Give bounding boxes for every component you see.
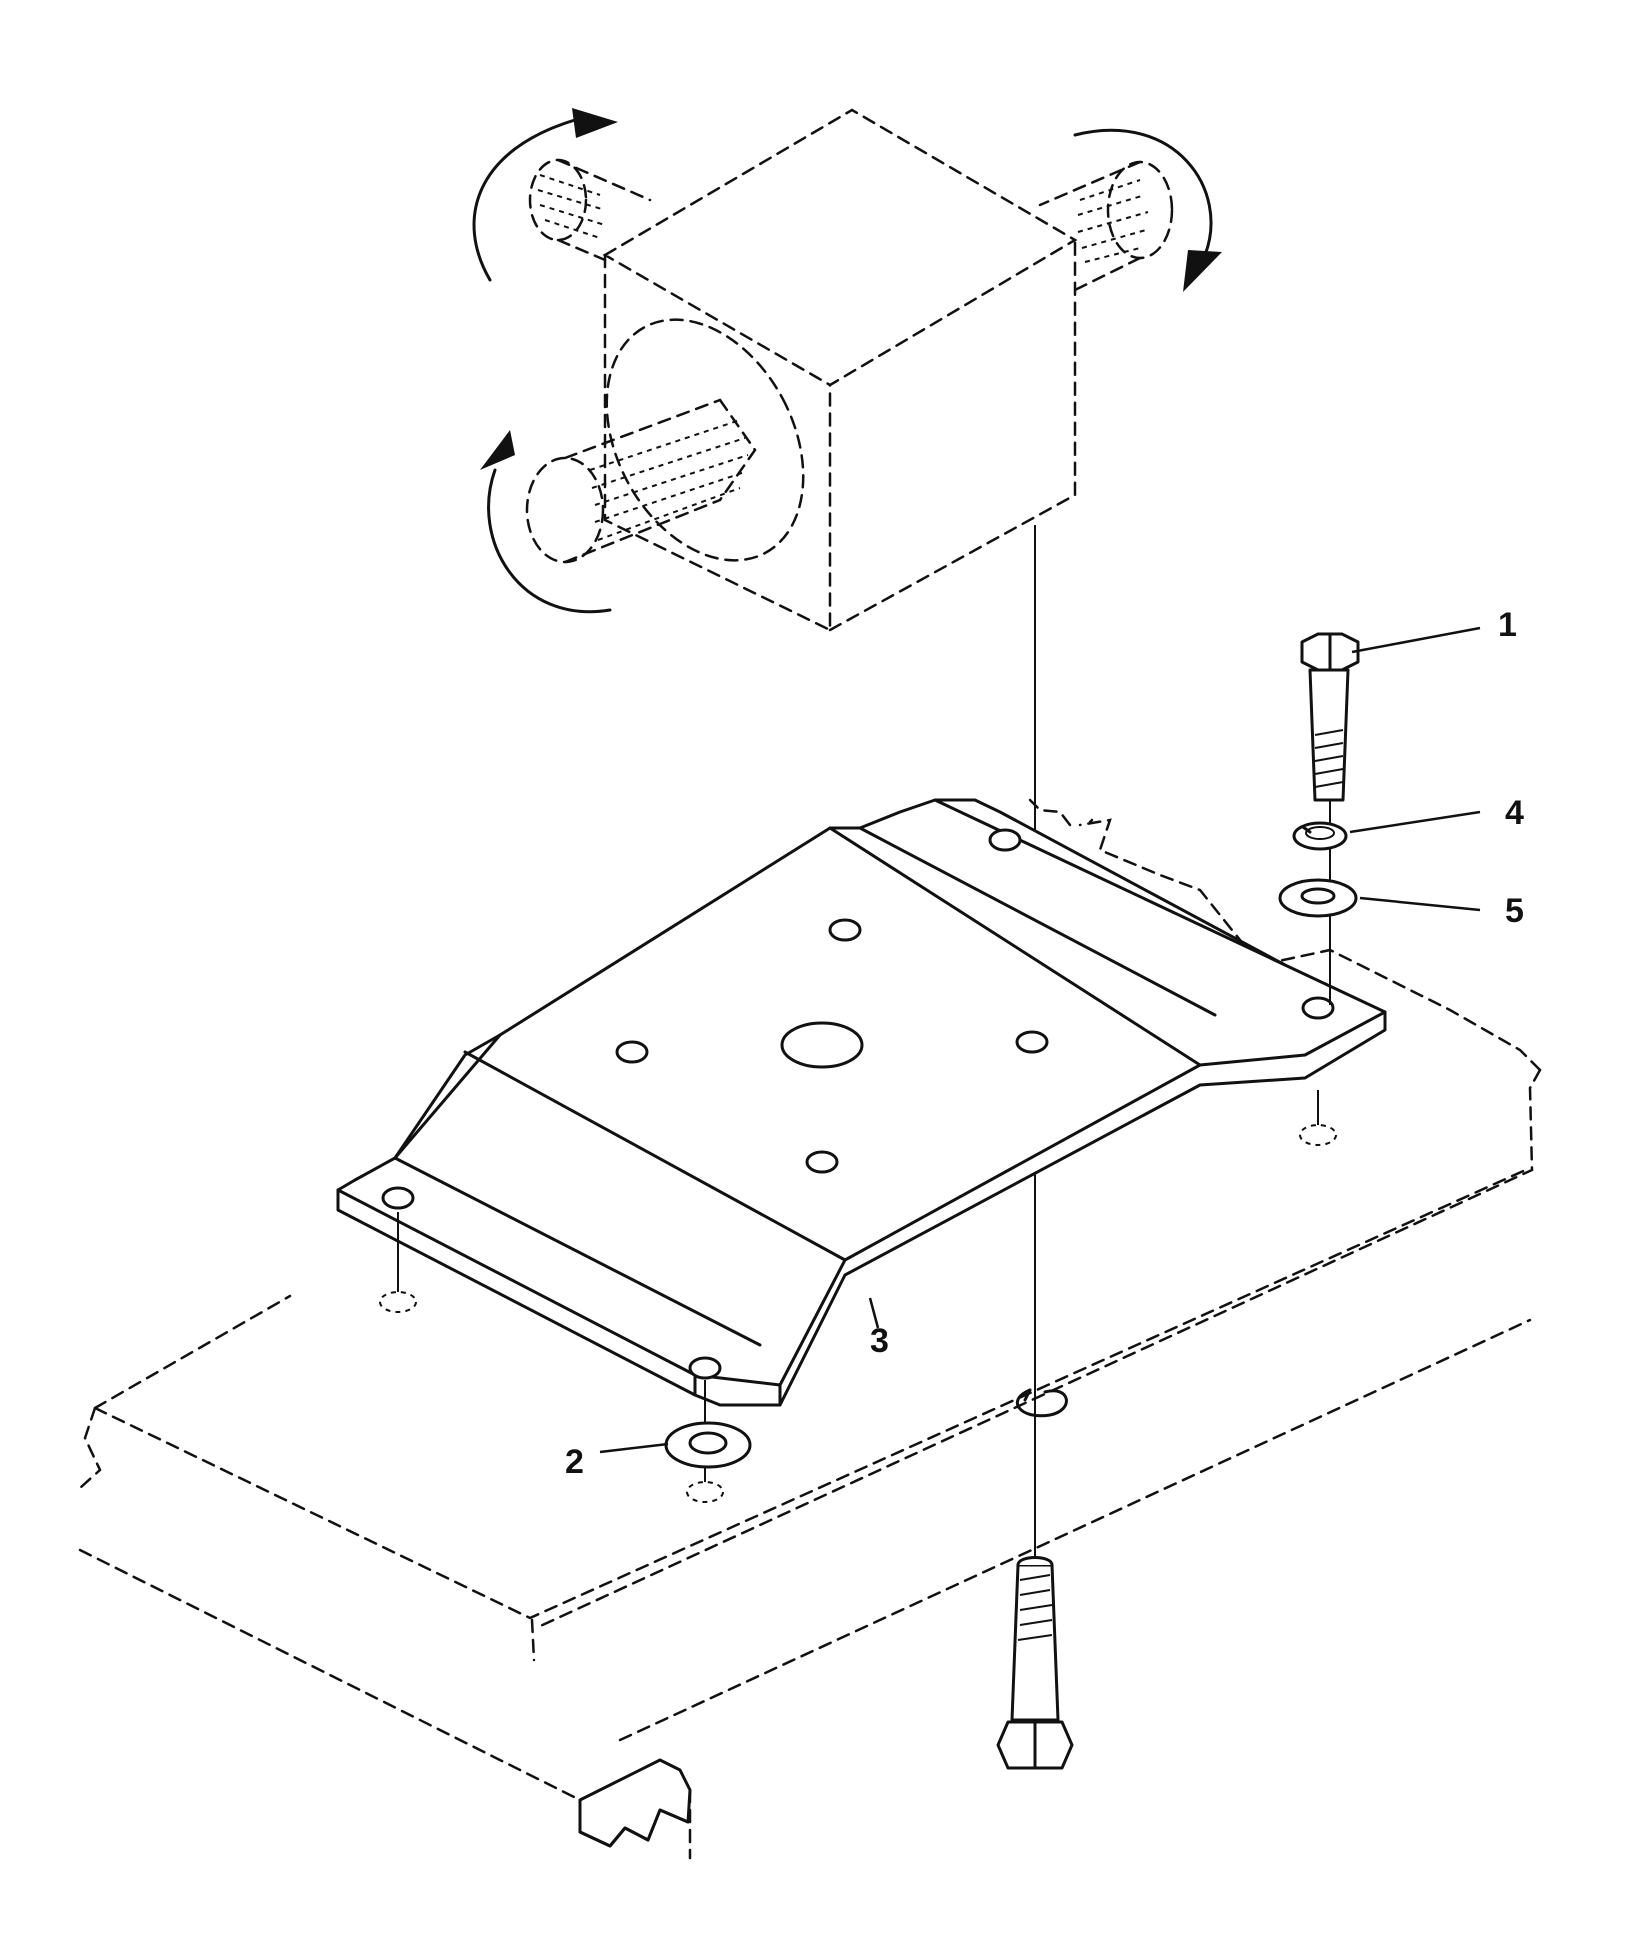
lock-washer-center — [1016, 1388, 1068, 1418]
lock-washer — [1292, 821, 1348, 851]
callout-5: 5 — [1505, 892, 1524, 930]
callout-4: 4 — [1505, 794, 1524, 832]
flat-washer — [1278, 878, 1358, 918]
flat-washer-bottom — [664, 1421, 752, 1469]
callout-1: 1 — [1498, 606, 1517, 644]
rotation-arrow-top-right — [1073, 128, 1222, 292]
rotation-arrow-bottom-left — [480, 430, 612, 614]
mounting-plate — [336, 798, 1387, 1407]
rotation-arrow-top-left — [472, 108, 618, 282]
center-bolt-bottom — [996, 1556, 1074, 1770]
gearbox — [525, 108, 1174, 633]
callout-2: 2 — [565, 1443, 584, 1481]
frame-rail-end-cap — [578, 1758, 692, 1860]
hex-bolt — [1300, 632, 1360, 1005]
plate-center-hole — [780, 1021, 864, 1069]
plate-bolt-holes — [381, 828, 1335, 1380]
gearbox-input-shaft — [525, 398, 757, 564]
leader-lines — [599, 626, 1481, 1454]
callout-3: 3 — [870, 1322, 889, 1360]
gearbox-right-shaft — [1038, 160, 1174, 292]
gearbox-left-shaft — [528, 158, 652, 262]
